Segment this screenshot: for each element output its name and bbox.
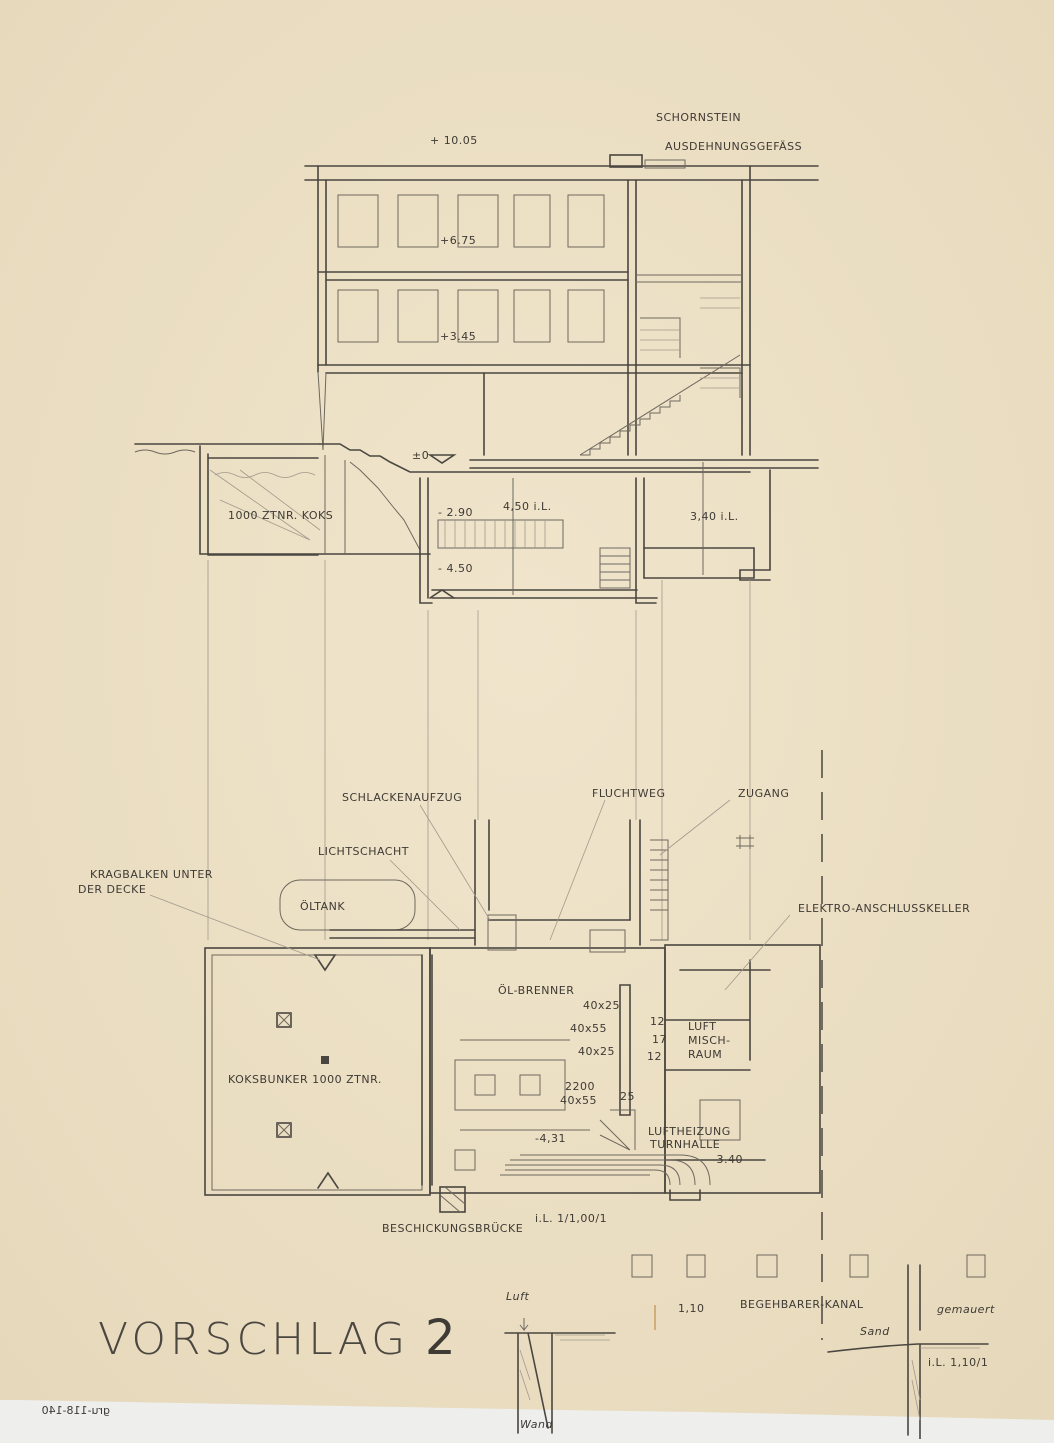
label-air-mix-3: RAUM xyxy=(688,1048,722,1061)
label-light-shaft: LICHTSCHACHT xyxy=(318,845,409,858)
label-slag-lift: SCHLACKENAUFZUG xyxy=(342,791,462,804)
drawing-title: VORSCHLAG xyxy=(98,1314,409,1365)
num-17: 17 xyxy=(652,1033,667,1046)
detail-note: i.L. 1,10/1 xyxy=(928,1356,988,1369)
detail-labels: BEGEHBARER-KANAL 1,10 Luft Sand gemauert… xyxy=(506,1290,995,1431)
section-labels: SCHORNSTEIN AUSDEHNUNGSGEFÄSS + 10.05 +6… xyxy=(228,111,802,575)
column-mark xyxy=(321,1056,329,1064)
plan-labels: SCHLACKENAUFZUG FLUCHTWEG ZUGANG LICHTSC… xyxy=(78,787,970,1235)
label-air: Luft xyxy=(506,1290,529,1303)
label-air-heating-1: LUFTHEIZUNG xyxy=(648,1125,731,1138)
level-minus-450: - 4.50 xyxy=(438,562,473,575)
duct-2: 40x55 xyxy=(570,1022,607,1035)
label-escape-route: FLUCHTWEG xyxy=(592,787,665,800)
height-right-room: 3,40 i.L. xyxy=(690,510,739,523)
duct-1: 40x25 xyxy=(583,999,620,1012)
level-roof: + 10.05 xyxy=(430,134,478,147)
num-12a: 12 xyxy=(650,1015,665,1028)
label-access: ZUGANG xyxy=(738,787,789,800)
level-1: +3.45 xyxy=(440,330,476,343)
label-walkable-channel: BEGEHBARER-KANAL xyxy=(740,1298,864,1311)
level-ground: ±0 xyxy=(412,449,429,462)
label-oil-tank: ÖLTANK xyxy=(300,900,345,913)
label-coke-store: 1000 ZTNR. KOKS xyxy=(228,509,333,522)
duct-6: 25 xyxy=(620,1090,635,1103)
label-loading-bridge: BESCHICKUNGSBRÜCKE xyxy=(382,1222,523,1235)
drawing-number-2: 2 xyxy=(425,1310,456,1366)
duct-4: 2200 xyxy=(565,1080,595,1093)
label-masonry: gemauert xyxy=(937,1303,995,1316)
label-air-mix-1: LUFT xyxy=(688,1020,717,1033)
building-section xyxy=(134,154,819,604)
duct-5: 40x55 xyxy=(560,1094,597,1107)
label-sand: Sand xyxy=(860,1325,890,1338)
level-2: +6.75 xyxy=(440,234,476,247)
detail-sketches xyxy=(504,1264,989,1443)
num-12b: 12 xyxy=(647,1050,662,1063)
label-air-mix-2: MISCH- xyxy=(688,1034,731,1047)
duct-3: 40x25 xyxy=(578,1045,615,1058)
archive-number: gru-118-140 xyxy=(42,1404,110,1417)
label-chimney: SCHORNSTEIN xyxy=(656,111,741,124)
label-wall: Wand xyxy=(520,1418,553,1431)
label-air-heating-2: TURNHALLE xyxy=(649,1138,720,1151)
label-cantilever-2: DER DECKE xyxy=(78,883,146,896)
label-cantilever-1: KRAGBALKEN UNTER xyxy=(90,868,213,881)
floor-plan xyxy=(149,799,986,1278)
level-minus-431: -4,31 xyxy=(535,1132,566,1145)
height-boiler-room: 4,50 i.L. xyxy=(503,500,552,513)
label-oil-burner: ÖL-BRENNER xyxy=(498,984,574,997)
channel-width: 1,10 xyxy=(678,1302,705,1315)
level-minus-290: - 2.90 xyxy=(438,506,473,519)
level-minus-340: -3.40 xyxy=(712,1153,743,1166)
label-expansion-tank: AUSDEHNUNGSGEFÄSS xyxy=(665,140,802,153)
label-coke-bunker: KOKSBUNKER 1000 ZTNR. xyxy=(228,1073,382,1086)
plan-note: i.L. 1/1,00/1 xyxy=(535,1212,607,1225)
label-electric-room: ELEKTRO-ANSCHLUSSKELLER xyxy=(798,902,970,915)
